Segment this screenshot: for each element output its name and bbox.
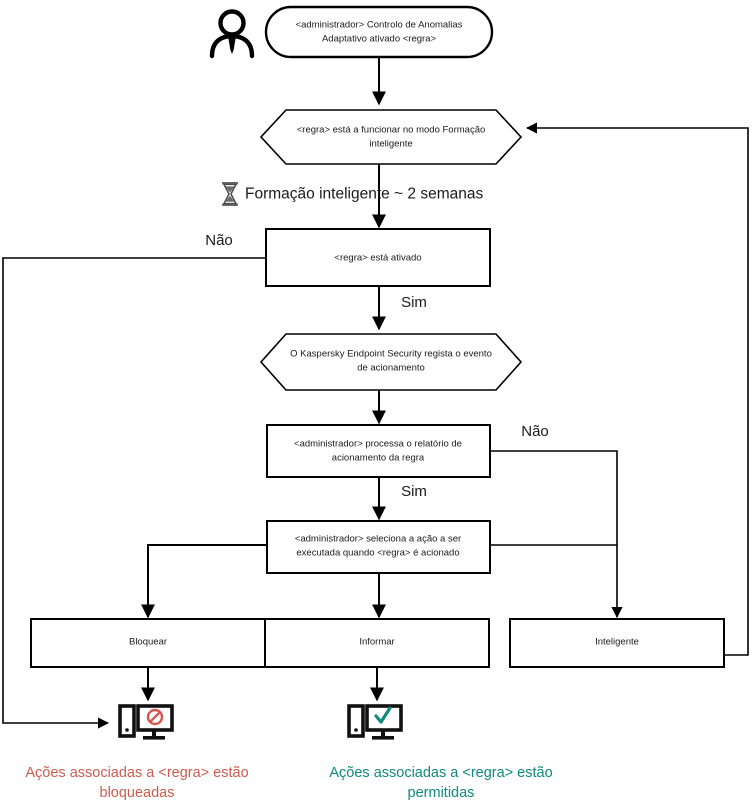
hourglass-icon bbox=[222, 182, 238, 206]
branch-label-rule-enabled-yes: Sim bbox=[401, 294, 427, 311]
node-action-smart-label: Inteligente bbox=[595, 637, 639, 648]
node-start-line-1: <administrador> Controlo de Anomalias bbox=[296, 20, 463, 31]
edge-report-no-to-smart bbox=[490, 450, 623, 619]
branch-label-report-yes: Sim bbox=[401, 483, 427, 500]
node-kes-logs-event: O Kaspersky Endpoint Security regista o … bbox=[259, 333, 523, 391]
computer-blocked-icon bbox=[118, 704, 174, 740]
caption-allowed-line-2: permitidas bbox=[408, 785, 475, 801]
person-icon bbox=[209, 9, 255, 59]
node-action-smart: Inteligente bbox=[509, 618, 725, 668]
computer-allowed-icon bbox=[347, 704, 403, 740]
node-rule-enabled: <regra> está ativado bbox=[265, 228, 491, 287]
node-smart-training-mode: <regra> está a funcionar no modo Formaçã… bbox=[259, 109, 523, 165]
node-select-action-line-1: <administrador> seleciona a ação a ser bbox=[295, 534, 461, 545]
edge-rule-enabled-no-to-blocked bbox=[2, 257, 266, 729]
node-select-action-line-2: executada quando <regra> é acionado bbox=[296, 548, 459, 559]
node-rule-enabled-label: <regra> está ativado bbox=[334, 253, 421, 264]
node-start: <administrador> Controlo de Anomalias Ad… bbox=[264, 5, 494, 59]
caption-blocked: Ações associadas a <regra> estão bloquea… bbox=[25, 765, 248, 801]
node-kes-line-1: O Kaspersky Endpoint Security regista o … bbox=[290, 349, 492, 360]
check-symbol bbox=[374, 706, 392, 724]
branch-label-rule-enabled-no: Não bbox=[205, 232, 233, 249]
node-action-block: Bloquear bbox=[30, 618, 266, 668]
node-action-block-label: Bloquear bbox=[129, 637, 167, 648]
prohibition-symbol bbox=[146, 708, 164, 726]
node-training-line-1: <regra> está a funcionar no modo Formaçã… bbox=[297, 125, 486, 136]
node-start-line-2: Adaptativo ativado <regra> bbox=[322, 34, 437, 45]
note-smart-training-duration: Formação inteligente ~ 2 semanas bbox=[222, 182, 483, 206]
caption-blocked-line-2: bloqueadas bbox=[100, 785, 175, 801]
caption-allowed: Ações associadas a <regra> estão permiti… bbox=[329, 765, 552, 801]
node-report-line-1: <administrador> processa o relatório de bbox=[294, 439, 462, 450]
edge-select-action-to-block bbox=[141, 544, 267, 619]
node-action-inform-label: Informar bbox=[359, 637, 394, 648]
note-duration-text: Formação inteligente ~ 2 semanas bbox=[245, 186, 483, 203]
branch-label-report-no: Não bbox=[521, 423, 549, 440]
node-training-line-2: inteligente bbox=[369, 139, 412, 150]
node-kes-line-2: de acionamento bbox=[357, 363, 425, 374]
node-report-line-2: acionamento da regra bbox=[332, 453, 425, 464]
caption-blocked-line-1: Ações associadas a <regra> estão bbox=[25, 765, 248, 781]
caption-allowed-line-1: Ações associadas a <regra> estão bbox=[329, 765, 552, 781]
node-action-inform: Informar bbox=[264, 618, 490, 668]
node-admin-processes-report: <administrador> processa o relatório de … bbox=[266, 424, 491, 478]
node-admin-selects-action: <administrador> seleciona a ação a ser e… bbox=[266, 520, 491, 574]
edge-smart-loop-back-to-training bbox=[525, 122, 749, 656]
